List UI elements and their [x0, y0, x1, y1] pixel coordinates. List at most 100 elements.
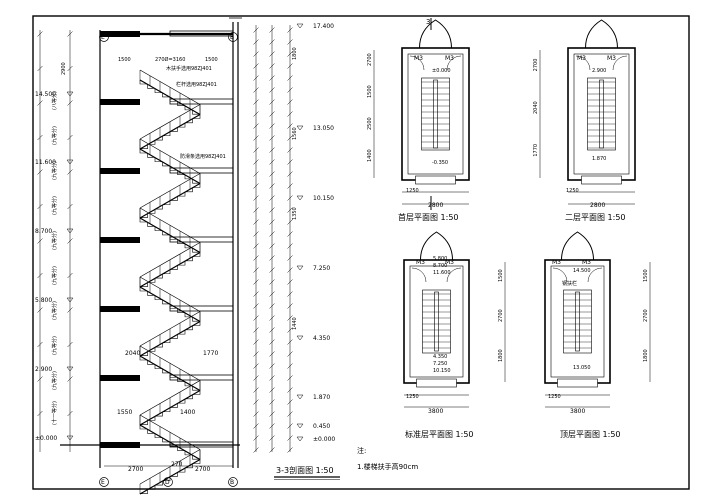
level-mark [66, 366, 74, 372]
level-mark [296, 394, 304, 400]
dim-tick [253, 87, 259, 93]
section-top-dim-2: 270Ø=3160 [155, 56, 185, 63]
stair-step [154, 157, 163, 162]
dim-tick [287, 39, 293, 45]
dim-tick [269, 351, 275, 357]
mid-dim-1: 2040 [125, 350, 140, 357]
stair-step [192, 252, 201, 257]
dim-tick [253, 279, 259, 285]
plan-standard-door-2: M3 [445, 259, 454, 266]
dim-tick [269, 423, 275, 429]
door-swing [446, 267, 462, 283]
plan-window [557, 378, 598, 388]
stair-step [154, 433, 163, 438]
stair-step [162, 407, 171, 413]
stair-step [139, 149, 148, 154]
stair-step [177, 170, 185, 175]
stair-step [155, 205, 163, 210]
door-swing [409, 55, 425, 71]
door-swing [411, 267, 427, 283]
door-swing [612, 55, 628, 71]
dim-tick [269, 255, 275, 261]
dim-tick [269, 195, 275, 201]
dim-tick [269, 375, 275, 381]
level-right-3: 10.150 [313, 195, 334, 202]
dim-tick [253, 423, 259, 429]
dim-tick [67, 307, 73, 313]
door-swing [446, 55, 462, 71]
stair-step [192, 248, 200, 253]
level-mark [296, 436, 304, 442]
dim-tick [253, 363, 259, 369]
plan-window [581, 175, 622, 185]
dim-tick [287, 123, 293, 129]
plan-inner-wall [550, 265, 605, 378]
dim-tick [269, 39, 275, 45]
stair-step [155, 274, 163, 279]
stair-step [162, 200, 171, 206]
mid-dim-4: 1400 [180, 409, 195, 416]
stair-step [169, 373, 178, 378]
dim-tick [253, 171, 259, 177]
dim-tick [287, 351, 293, 357]
plan-window [415, 175, 456, 185]
plan-standard-elev-bot: 4.350 [433, 354, 447, 360]
dim-tick [253, 207, 259, 213]
dim-tick [253, 135, 259, 141]
stair-step [185, 256, 193, 262]
dim-tick [37, 410, 43, 417]
plan-inner-wall [407, 53, 464, 175]
dim-tick [287, 363, 293, 369]
section-floor-slabs [100, 30, 234, 448]
dim-tick [287, 51, 293, 57]
stair-step [147, 291, 155, 296]
dim-tick [253, 39, 259, 45]
dim-tick [287, 87, 293, 93]
stair-step [192, 459, 201, 464]
dim-tick [269, 219, 275, 225]
plan-standard-width: 3800 [428, 408, 443, 415]
notes-item-1: 1.楼梯扶手高90cm [357, 462, 418, 471]
dim-tick [269, 399, 275, 405]
dim-tick [37, 203, 43, 210]
dim-tick [269, 267, 275, 273]
stair-step [147, 360, 155, 365]
plan-ground-door-2: M3 [445, 55, 454, 62]
plan-ground-elev-top: ±0.000 [432, 68, 451, 74]
stair-step [147, 485, 156, 490]
section-top-dim-3: 1500 [205, 57, 218, 63]
stair-step [155, 481, 163, 486]
stair-step [192, 183, 201, 188]
plan-ground-mark: 3 [426, 18, 430, 26]
plan-side-dim: 1800 [643, 349, 649, 362]
dim-tick [253, 183, 259, 189]
dim-tick [67, 31, 73, 37]
section-title: 3-3剖面图 1:50 [276, 465, 334, 475]
dim-tick [269, 87, 275, 93]
stair-step [140, 489, 148, 494]
floor-slab-left [100, 306, 140, 312]
section-dimension-ticks [37, 23, 304, 453]
stair-step [155, 136, 163, 141]
dim-tick [269, 291, 275, 297]
plan-side-dim: 1500 [643, 269, 649, 282]
stair-step [140, 144, 148, 149]
mid-dim-3: 1550 [117, 409, 132, 416]
mid-dim-2: 1770 [203, 350, 218, 357]
level-mark [66, 228, 74, 234]
dim-tick [287, 231, 293, 237]
stair-step [192, 114, 201, 119]
dim-tick [287, 207, 293, 213]
dim-tick [269, 171, 275, 177]
dim-tick [253, 159, 259, 165]
dim-tick [287, 63, 293, 69]
dim-tick [37, 238, 43, 244]
dim-tick [67, 169, 73, 175]
plan-second-width: 2800 [590, 202, 605, 209]
dim-tick [287, 147, 293, 153]
stair-step [192, 110, 200, 115]
axis-label-b-top: B [230, 34, 234, 41]
plan-top-elev-top: 14.500 [573, 268, 591, 274]
level-mark [296, 335, 304, 341]
stair-step [192, 390, 201, 395]
